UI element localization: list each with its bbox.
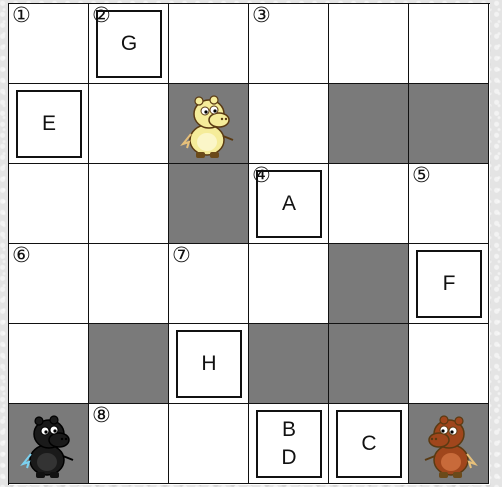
- cell-number-label: ③: [252, 4, 271, 26]
- board-cell[interactable]: F: [409, 244, 489, 324]
- board-cell[interactable]: [169, 4, 249, 84]
- board-cell[interactable]: C: [329, 404, 409, 484]
- board-cell[interactable]: E: [9, 84, 89, 164]
- box-letter: D: [281, 444, 296, 472]
- board-cell[interactable]: ①: [9, 4, 89, 84]
- letter-box[interactable]: F: [416, 250, 482, 318]
- board-cell[interactable]: H: [169, 324, 249, 404]
- board-cell[interactable]: [9, 324, 89, 404]
- board-cell[interactable]: ⑥: [9, 244, 89, 324]
- board-cell[interactable]: [249, 84, 329, 164]
- cell-number-label: ①: [12, 4, 31, 26]
- black-hippo-icon[interactable]: [9, 404, 89, 484]
- board-cell[interactable]: [249, 324, 329, 404]
- board-cell[interactable]: ③: [249, 4, 329, 84]
- board-cell[interactable]: [409, 324, 489, 404]
- box-letter: C: [361, 430, 376, 458]
- board-cell[interactable]: [329, 84, 409, 164]
- board-cell[interactable]: [169, 84, 249, 164]
- board-cell[interactable]: [169, 164, 249, 244]
- board-cell[interactable]: [9, 164, 89, 244]
- board-cell[interactable]: [89, 324, 169, 404]
- cell-number-label: ⑧: [92, 404, 111, 426]
- box-letter: A: [282, 190, 296, 218]
- board-cell[interactable]: [329, 244, 409, 324]
- board-cell[interactable]: [89, 164, 169, 244]
- letter-box[interactable]: C: [336, 410, 402, 478]
- board-cell[interactable]: [89, 244, 169, 324]
- board-cell[interactable]: [409, 4, 489, 84]
- letter-box[interactable]: E: [16, 90, 82, 158]
- board-cell[interactable]: ⑤: [409, 164, 489, 244]
- board-cell[interactable]: [409, 84, 489, 164]
- cell-number-label: ⑦: [172, 244, 191, 266]
- board-cell[interactable]: [329, 4, 409, 84]
- cell-number-label: ②: [92, 4, 111, 26]
- board-cell[interactable]: [329, 164, 409, 244]
- yellow-hippo-icon[interactable]: [169, 84, 249, 164]
- cell-number-label: ⑥: [12, 244, 31, 266]
- box-letter: E: [42, 110, 56, 138]
- cell-number-label: ④: [252, 164, 271, 186]
- box-letter: H: [201, 350, 216, 378]
- board-cell[interactable]: ⑦: [169, 244, 249, 324]
- brown-hippo-icon[interactable]: [409, 404, 489, 484]
- box-letter: B: [282, 416, 296, 444]
- board-cell[interactable]: [329, 324, 409, 404]
- board-cell[interactable]: [409, 404, 489, 484]
- cell-number-label: ⑤: [412, 164, 431, 186]
- box-letter: F: [443, 270, 456, 298]
- board-cell[interactable]: [169, 404, 249, 484]
- board-cell[interactable]: [9, 404, 89, 484]
- board-cell[interactable]: ⑧: [89, 404, 169, 484]
- board-cell[interactable]: [249, 244, 329, 324]
- box-letter: G: [121, 30, 137, 58]
- letter-box[interactable]: H: [176, 330, 242, 398]
- board-cell[interactable]: [89, 84, 169, 164]
